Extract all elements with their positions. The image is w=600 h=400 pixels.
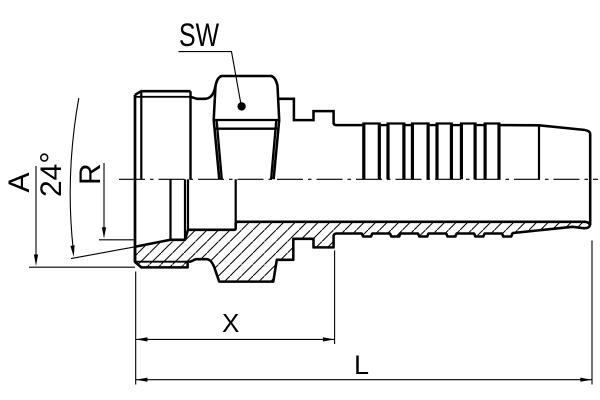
dim-l-arrow-left xyxy=(136,377,148,382)
label-x: X xyxy=(222,308,239,338)
runout-groove xyxy=(190,85,217,101)
dimension-labels: SW A 24° R X L xyxy=(3,17,369,380)
dim-sw-leader xyxy=(178,51,242,105)
dimensions xyxy=(29,51,593,385)
cone-extension-line xyxy=(70,246,136,260)
dim-x-arrow-right xyxy=(322,337,335,342)
dim-a-arrow xyxy=(33,254,39,266)
dim-angle-arrow xyxy=(70,245,75,257)
hex-chamfer-lines xyxy=(213,118,280,180)
label-sw: SW xyxy=(179,17,220,53)
section-cut xyxy=(133,179,592,283)
neck-collar-profile xyxy=(278,97,363,127)
external-view xyxy=(133,74,592,262)
dim-r-arrow xyxy=(101,227,107,239)
dim-sw-dot xyxy=(237,102,246,111)
section-hatch-area xyxy=(135,221,590,282)
label-angle: 24° xyxy=(35,152,68,197)
label-a: A xyxy=(3,172,36,192)
label-l: L xyxy=(354,350,369,380)
bore-edge-lines xyxy=(169,179,237,240)
dim-angle-arc xyxy=(69,97,80,251)
dim-x-arrow-left xyxy=(136,337,148,342)
thread-profile xyxy=(134,89,191,96)
hose-barb-rings xyxy=(362,123,501,180)
tail-profile xyxy=(500,123,592,134)
dim-l-arrow-right xyxy=(580,377,592,382)
label-r: R xyxy=(74,163,107,185)
section-outline xyxy=(133,220,592,283)
